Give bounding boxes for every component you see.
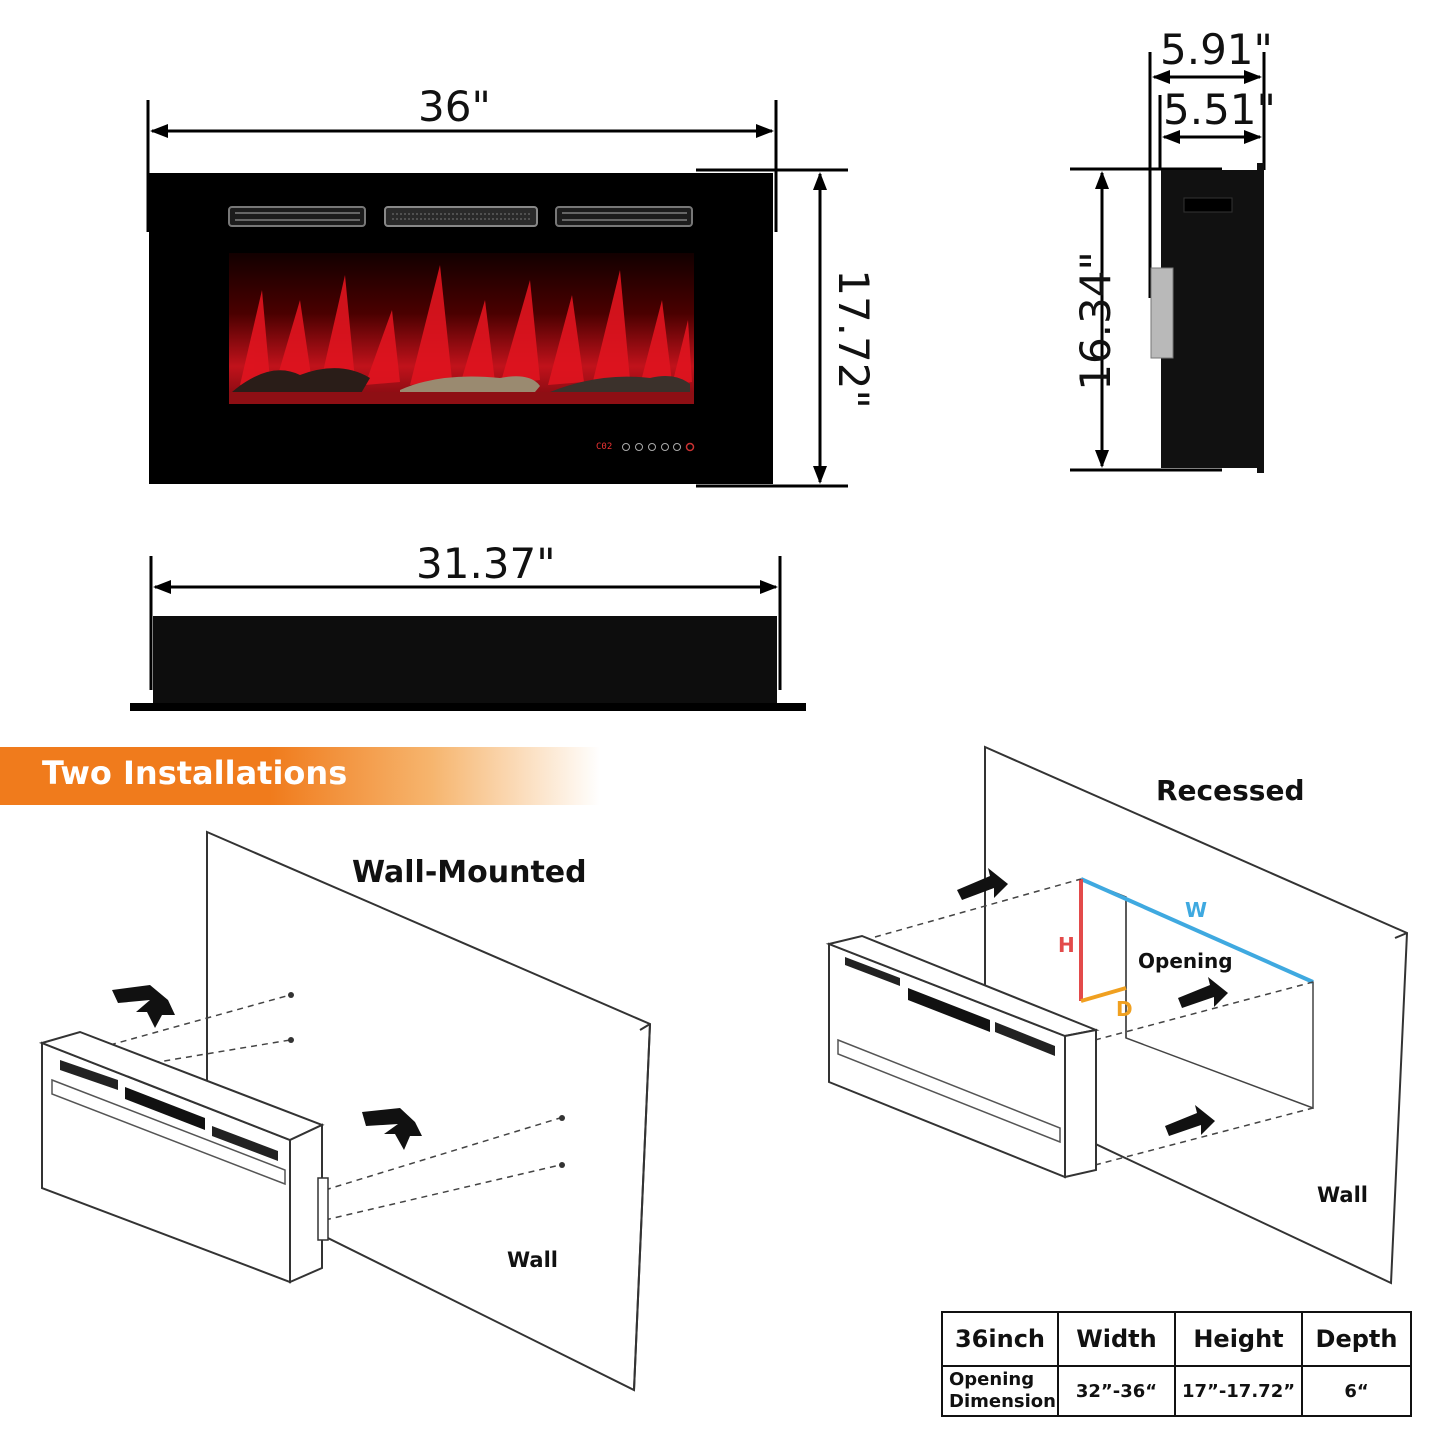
vent-grilles — [228, 206, 693, 227]
installations-banner — [0, 747, 600, 805]
table-row-label: Opening Dimension — [941, 1365, 1059, 1417]
flames — [240, 265, 692, 385]
width-dimension: 36" — [418, 82, 491, 131]
ember-bed — [229, 392, 694, 404]
table-header-model: 36inch — [941, 1311, 1059, 1367]
table-cell-depth: 6“ — [1301, 1365, 1412, 1417]
table-header-height: Height — [1174, 1311, 1303, 1367]
wall-mounted-wall-label: Wall — [507, 1248, 558, 1272]
control-panel — [622, 442, 695, 452]
side-depth-inner-dimension: 5.51" — [1163, 85, 1276, 134]
fireplace-bottom — [153, 616, 777, 704]
recessed-wall-label: Wall — [1317, 1183, 1368, 1207]
opening-label: Opening — [1138, 949, 1233, 973]
panel-code: C02 — [596, 442, 613, 452]
recessed-title: Recessed — [1156, 774, 1305, 807]
bottom-width-dimension: 31.37" — [416, 539, 556, 588]
table-header-depth: Depth — [1301, 1311, 1412, 1367]
wall-mounted-title: Wall-Mounted — [352, 855, 587, 890]
mounting-bracket — [1150, 267, 1174, 359]
table-cell-width: 32”-36“ — [1057, 1365, 1176, 1417]
height-dimension: 17.72" — [828, 269, 878, 409]
opening-width-line — [1080, 877, 1314, 984]
recessed-scene — [825, 745, 1409, 1285]
w-label: W — [1185, 898, 1208, 922]
fireplace-side — [1161, 170, 1258, 468]
d-label: D — [1116, 997, 1133, 1021]
side-height-dimension: 16.34" — [1070, 251, 1120, 391]
side-depth-outer-dimension: 5.91" — [1160, 25, 1273, 74]
wall-mounted-scene — [38, 830, 652, 1392]
opening-dimension-table: 36inch Width Height Depth Opening Dimens… — [941, 1311, 1412, 1417]
opening-depth-line — [1080, 986, 1127, 1003]
h-label: H — [1058, 933, 1075, 957]
table-header-width: Width — [1057, 1311, 1176, 1367]
table-cell-height: 17”-17.72” — [1174, 1365, 1303, 1417]
banner-title: Two Installations — [42, 754, 348, 792]
